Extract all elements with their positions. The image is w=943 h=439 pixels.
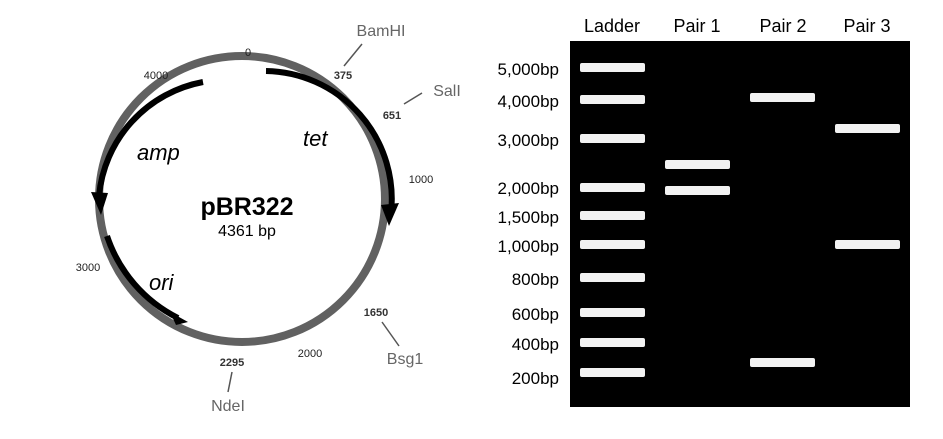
restriction-site-sali: SalI: [433, 83, 461, 100]
restriction-site-ndei: NdeI: [211, 398, 245, 415]
position-mark: 4000: [144, 70, 168, 82]
ladder-band: [580, 338, 645, 347]
ladder-label: 200bp: [512, 369, 559, 388]
lane-header-pair-3: Pair 3: [843, 16, 890, 36]
lane-header-pair-2: Pair 2: [759, 16, 806, 36]
pair-2-band: [750, 93, 815, 102]
sali-leader-line: [403, 92, 423, 105]
pair-2-band: [750, 358, 815, 367]
amp-arrowhead: [91, 192, 108, 215]
position-mark: 3000: [76, 262, 100, 274]
plasmid-size: 4361 bp: [218, 223, 276, 240]
ladder-label: 800bp: [512, 270, 559, 289]
ori-gene-label: ori: [149, 270, 175, 295]
ladder-label: 5,000bp: [498, 60, 559, 79]
amp-gene-label: amp: [137, 140, 180, 165]
plasmid-map: tet amp ori pBR322 4361 bp 0 375 651 100…: [76, 23, 461, 415]
restriction-site-bsg1: Bsg1: [387, 351, 424, 368]
ladder-band: [580, 308, 645, 317]
pair-3-band: [835, 124, 900, 133]
ladder-label: 400bp: [512, 335, 559, 354]
ladder-lane: [580, 63, 645, 377]
pair-1-lane: [665, 160, 730, 195]
gel-panel: Ladder Pair 1 Pair 2 Pair 3 5,000bp 4,00…: [498, 16, 910, 407]
ladder-label: 4,000bp: [498, 92, 559, 111]
lane-header-ladder: Ladder: [584, 16, 640, 36]
position-mark: 2295: [220, 357, 244, 369]
position-mark: 1000: [409, 174, 433, 186]
position-mark: 2000: [298, 348, 322, 360]
ladder-label: 600bp: [512, 305, 559, 324]
ladder-band: [580, 273, 645, 282]
position-mark: 651: [383, 110, 401, 122]
position-mark: 1650: [364, 307, 388, 319]
pair-3-lane: [835, 124, 900, 249]
tet-arrowhead: [381, 203, 399, 226]
ori-arrowhead: [170, 312, 188, 325]
tet-gene-arrow: [265, 68, 395, 214]
ladder-band: [580, 183, 645, 192]
position-mark: 375: [334, 70, 352, 82]
ladder-label: 1,500bp: [498, 208, 559, 227]
ladder-band: [580, 134, 645, 143]
pair-2-lane: [750, 93, 815, 367]
ladder-label: 1,000bp: [498, 237, 559, 256]
ladder-band: [580, 211, 645, 220]
plasmid-name: pBR322: [200, 193, 293, 221]
ladder-band: [580, 368, 645, 377]
bsg1-leader-line: [381, 321, 400, 347]
ladder-label: 2,000bp: [498, 179, 559, 198]
restriction-site-bamhi: BamHI: [357, 23, 406, 40]
pair-1-band: [665, 160, 730, 169]
ladder-band: [580, 240, 645, 249]
lane-header-pair-1: Pair 1: [673, 16, 720, 36]
tet-gene-label: tet: [303, 126, 328, 151]
ladder-band: [580, 95, 645, 104]
pair-1-band: [665, 186, 730, 195]
bamhi-leader-line: [343, 43, 363, 67]
position-mark: 0: [245, 47, 251, 59]
ladder-label: 3,000bp: [498, 131, 559, 150]
pair-3-band: [835, 240, 900, 249]
ladder-band: [580, 63, 645, 72]
amp-gene-arrow: [96, 79, 204, 197]
ori-gene-arrow: [104, 235, 180, 321]
ndei-leader-line: [227, 371, 233, 393]
